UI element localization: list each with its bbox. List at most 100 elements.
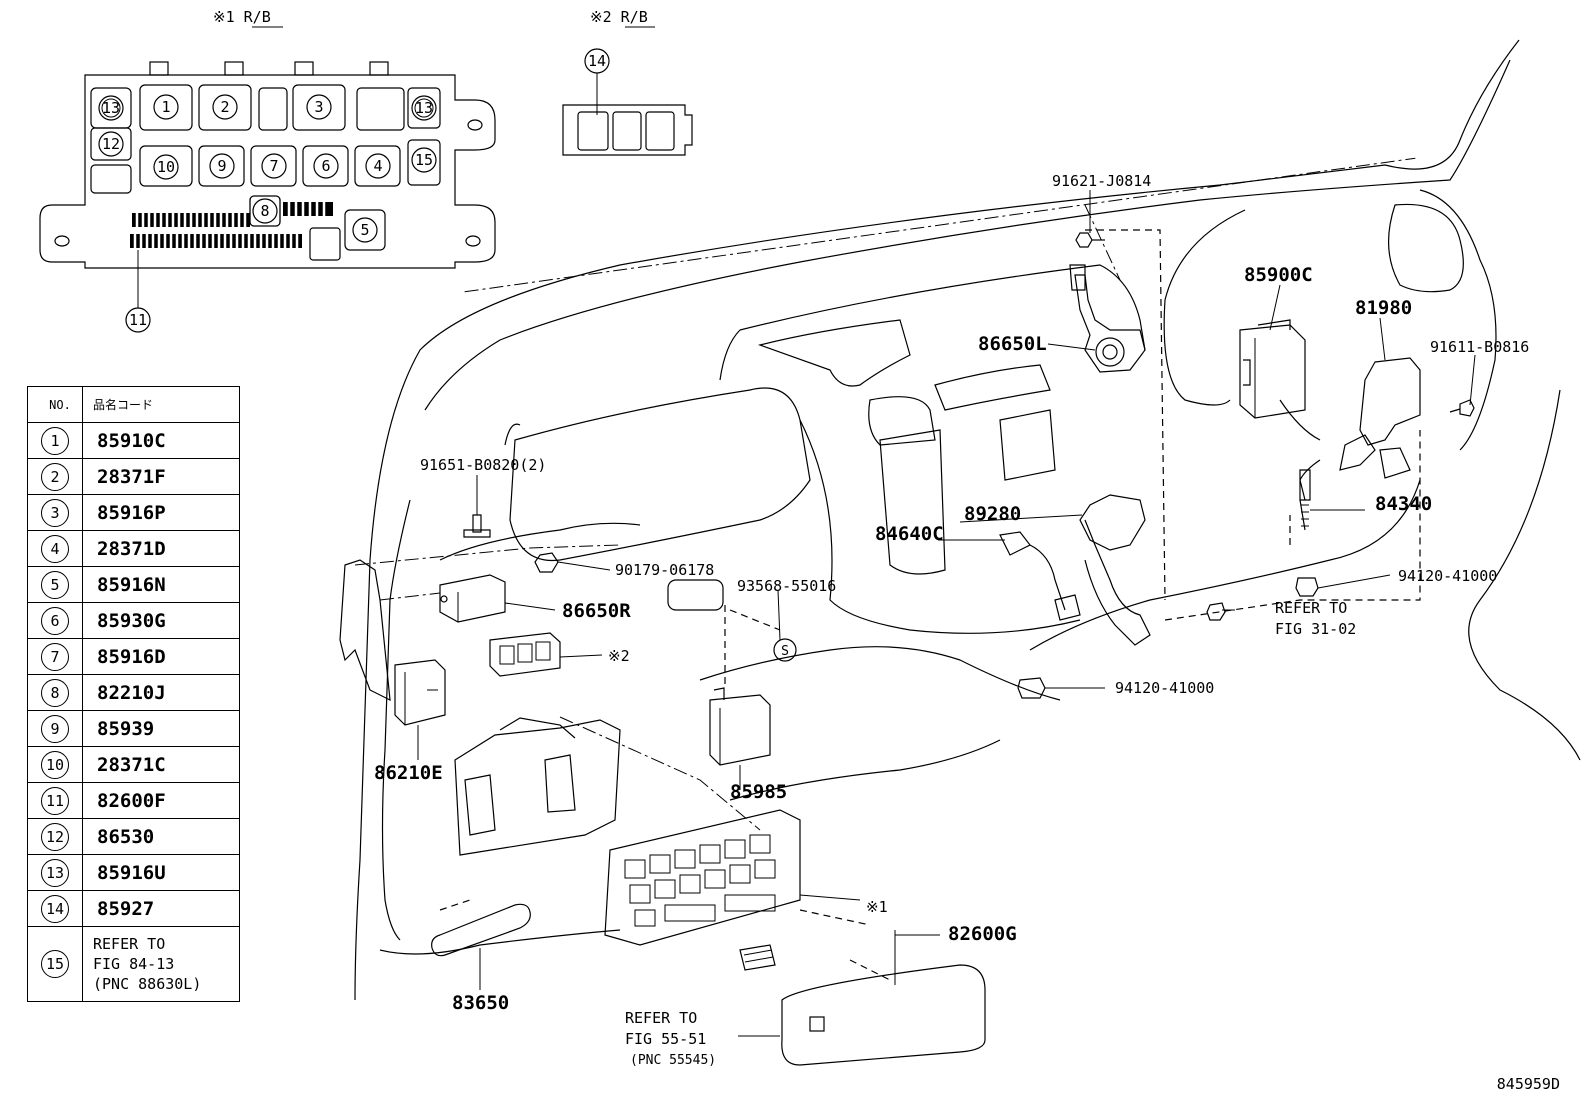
- table-row: 2 28371F: [27, 458, 240, 495]
- row-number: 15: [41, 950, 69, 978]
- table-row: 15 REFER TO FIG 84-13 (PNC 88630L): [27, 926, 240, 1002]
- svg-text:10: 10: [157, 158, 175, 176]
- label-refer-fig-55-51-line1: REFER TO: [625, 1009, 697, 1027]
- table-row: 12 86530: [27, 818, 240, 855]
- label-94120-41000-a: 94120-41000: [1398, 567, 1497, 585]
- label-91651-B0820: 91651-B0820(2): [420, 456, 546, 474]
- row-number: 10: [41, 750, 69, 779]
- label-86650R: 86650R: [562, 600, 631, 622]
- label-refer-fig-55-51-line3: (PNC 55545): [630, 1053, 716, 1068]
- svg-text:6: 6: [321, 157, 330, 175]
- row-code: REFER TO FIG 84-13 (PNC 88630L): [93, 935, 202, 993]
- label-refer-fig-31-02-line1: REFER TO: [1275, 599, 1347, 617]
- label-91611-B0816: 91611-B0816: [1430, 338, 1529, 356]
- s-symbol: S: [781, 644, 789, 659]
- row-code: 28371D: [97, 537, 166, 560]
- row-number: 14: [41, 894, 69, 923]
- table-header-row: NO. 品名コード: [27, 386, 240, 423]
- relay-block-2-diagram: ※2 R/B 14: [562, 8, 693, 156]
- relay-block-1-diagram: ※1 R/B: [39, 8, 496, 333]
- svg-text:15: 15: [415, 151, 433, 169]
- header-no: NO.: [27, 386, 83, 423]
- row-code: 82210J: [97, 681, 166, 704]
- row-number: 7: [41, 642, 69, 671]
- row-number: 6: [41, 606, 69, 635]
- table-row: 9 85939: [27, 710, 240, 747]
- label-81980: 81980: [1355, 297, 1412, 319]
- row-number: 12: [41, 822, 69, 851]
- table-row: 7 85916D: [27, 638, 240, 675]
- label-relay-block-1-mark: ※1: [866, 898, 888, 916]
- table-row: 8 82210J: [27, 674, 240, 711]
- svg-text:11: 11: [129, 311, 147, 329]
- row-number: 2: [41, 462, 69, 491]
- table-row: 5 85916N: [27, 566, 240, 603]
- label-89280: 89280: [964, 503, 1021, 525]
- label-86210E: 86210E: [374, 762, 443, 784]
- dashboard-outline: [354, 39, 1581, 1001]
- rb2-title: ※2 R/B: [590, 8, 648, 26]
- label-refer-fig-31-02-line2: FIG 31-02: [1275, 620, 1356, 638]
- row-number: 5: [41, 570, 69, 599]
- table-row: 4 28371D: [27, 530, 240, 567]
- figure-id: 845959D: [1496, 1075, 1560, 1093]
- row-number: 4: [41, 534, 69, 563]
- rb1-position-circles: 13 1 2 3 13 12 10 9 7 6 4 15 8 5 11: [98, 94, 437, 333]
- svg-text:13: 13: [102, 99, 120, 117]
- svg-text:1: 1: [161, 98, 170, 116]
- svg-text:4: 4: [373, 157, 382, 175]
- row-number: 11: [41, 786, 69, 815]
- row-code: 85916D: [97, 645, 166, 668]
- row-code: 85916P: [97, 501, 166, 524]
- label-84340: 84340: [1375, 493, 1432, 515]
- row-code: 85927: [97, 897, 155, 920]
- row-number: 8: [41, 678, 69, 707]
- label-refer-fig-55-51-line2: FIG 55-51: [625, 1030, 706, 1048]
- label-84640C: 84640C: [875, 523, 944, 545]
- svg-text:13: 13: [415, 99, 433, 117]
- callout-labels: 91621-J0814 86650L 85900C 81980 91611-B0…: [374, 172, 1529, 1068]
- label-94120-41000-b: 94120-41000: [1115, 679, 1214, 697]
- label-85985: 85985: [730, 781, 787, 803]
- svg-text:9: 9: [217, 157, 226, 175]
- row-code: 28371F: [97, 465, 166, 488]
- row-number: 1: [41, 426, 69, 455]
- row-code: 85916N: [97, 573, 166, 596]
- label-82600G: 82600G: [948, 923, 1017, 945]
- row-code: 85930G: [97, 609, 166, 632]
- svg-text:7: 7: [269, 157, 278, 175]
- table-row: 6 85930G: [27, 602, 240, 639]
- svg-text:2: 2: [220, 98, 229, 116]
- row-code: 82600F: [97, 789, 166, 812]
- label-83650: 83650: [452, 992, 509, 1014]
- component-shapes: S: [339, 232, 1475, 1066]
- callout-leaders: [417, 190, 1476, 1037]
- row-number: 9: [41, 714, 69, 743]
- label-91621-J0814: 91621-J0814: [1052, 172, 1151, 190]
- row-code: 85916U: [97, 861, 166, 884]
- label-93568-55016: 93568-55016: [737, 577, 836, 595]
- table-row: 1 85910C: [27, 422, 240, 459]
- row-code: 86530: [97, 825, 155, 848]
- table-row: 10 28371C: [27, 746, 240, 783]
- table-row: 11 82600F: [27, 782, 240, 819]
- label-86650L: 86650L: [978, 333, 1047, 355]
- table-row: 13 85916U: [27, 854, 240, 891]
- table-row: 14 85927: [27, 890, 240, 927]
- label-90179-06178: 90179-06178: [615, 561, 714, 579]
- row-number: 13: [41, 858, 69, 887]
- row-number: 3: [41, 498, 69, 527]
- svg-text:14: 14: [588, 52, 606, 70]
- leader-lines: [354, 157, 1421, 981]
- row-code: 28371C: [97, 753, 166, 776]
- header-code: 品名コード: [82, 386, 240, 423]
- svg-text:3: 3: [314, 98, 323, 116]
- svg-text:8: 8: [260, 202, 269, 220]
- row-code: 85939: [97, 717, 155, 740]
- parts-table: NO. 品名コード 1 85910C 2 28371F 3 85916P 4 2…: [27, 386, 240, 1002]
- label-relay-block-2-mark: ※2: [608, 647, 630, 665]
- row-code: 85910C: [97, 429, 166, 452]
- table-row: 3 85916P: [27, 494, 240, 531]
- label-85900C: 85900C: [1244, 264, 1313, 286]
- svg-text:12: 12: [102, 135, 120, 153]
